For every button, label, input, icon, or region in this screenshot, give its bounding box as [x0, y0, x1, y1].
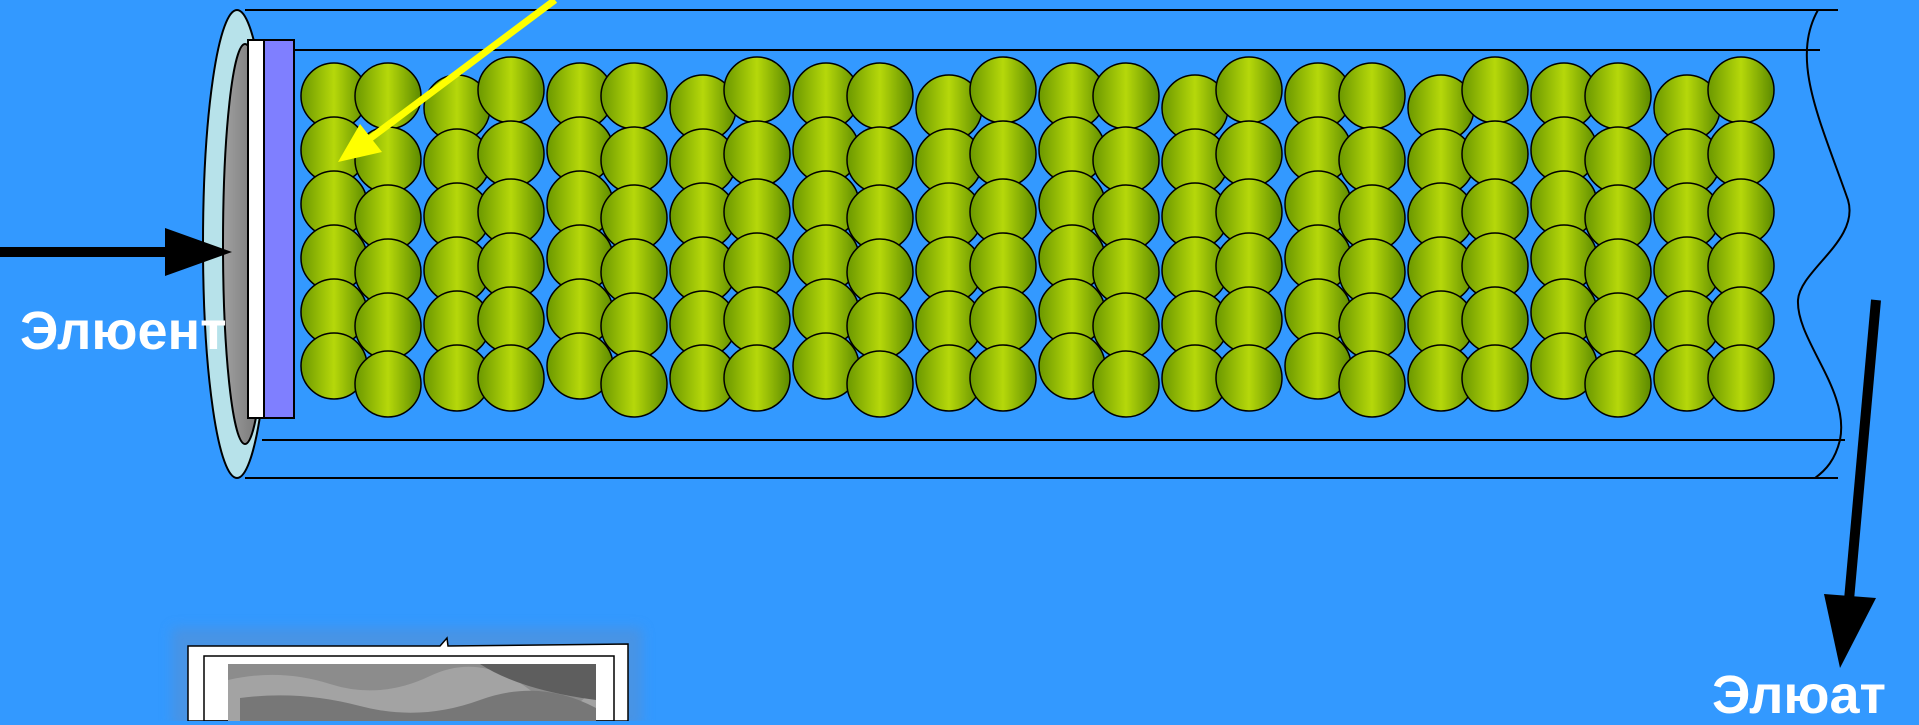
packed-particle — [1585, 293, 1651, 359]
packed-particle — [355, 63, 421, 129]
packed-particle — [847, 127, 913, 193]
packed-particle — [601, 127, 667, 193]
outlet-label: Элюат — [1712, 668, 1886, 722]
packed-particle — [478, 345, 544, 411]
packed-particle — [355, 351, 421, 417]
packed-particle — [1708, 345, 1774, 411]
packed-particle — [970, 287, 1036, 353]
packed-particle — [1462, 57, 1528, 123]
arrow-right-icon — [0, 228, 232, 276]
packed-particle — [724, 57, 790, 123]
packed-particle — [1585, 63, 1651, 129]
packed-particle — [355, 293, 421, 359]
packed-particle — [1216, 57, 1282, 123]
packed-particle — [1708, 287, 1774, 353]
packed-particle — [1462, 287, 1528, 353]
packed-particle — [1585, 351, 1651, 417]
packed-particle — [601, 351, 667, 417]
packed-particle — [1708, 57, 1774, 123]
packed-particle — [847, 63, 913, 129]
packed-particle — [847, 293, 913, 359]
packed-particle — [970, 121, 1036, 187]
packed-particle — [847, 351, 913, 417]
packed-particle — [1585, 127, 1651, 193]
packed-particle — [1216, 121, 1282, 187]
packed-particle — [1093, 293, 1159, 359]
packed-particle — [601, 293, 667, 359]
packed-particle — [1093, 127, 1159, 193]
packed-particle — [1216, 345, 1282, 411]
packed-particle — [724, 121, 790, 187]
sem-micrograph-thumbnail-icon — [172, 628, 642, 721]
packed-particle — [478, 121, 544, 187]
packed-particle — [1339, 293, 1405, 359]
packed-particle — [724, 345, 790, 411]
frit — [248, 40, 294, 418]
inlet-label: Элюент — [20, 304, 227, 358]
packed-particle — [478, 57, 544, 123]
packed-particle — [1339, 63, 1405, 129]
packed-particle — [1708, 121, 1774, 187]
packed-particle — [724, 287, 790, 353]
packed-particle — [1216, 287, 1282, 353]
packed-particle — [601, 63, 667, 129]
packed-particle — [478, 287, 544, 353]
packed-particle — [1339, 127, 1405, 193]
packed-particle — [1093, 351, 1159, 417]
packed-particle — [1462, 121, 1528, 187]
packed-particle — [970, 57, 1036, 123]
packed-particle — [1339, 351, 1405, 417]
packed-particle — [970, 345, 1036, 411]
packed-particles — [301, 57, 1774, 417]
arrow-down-icon — [1824, 300, 1876, 668]
packed-particle — [1093, 63, 1159, 129]
packed-particle — [1462, 345, 1528, 411]
